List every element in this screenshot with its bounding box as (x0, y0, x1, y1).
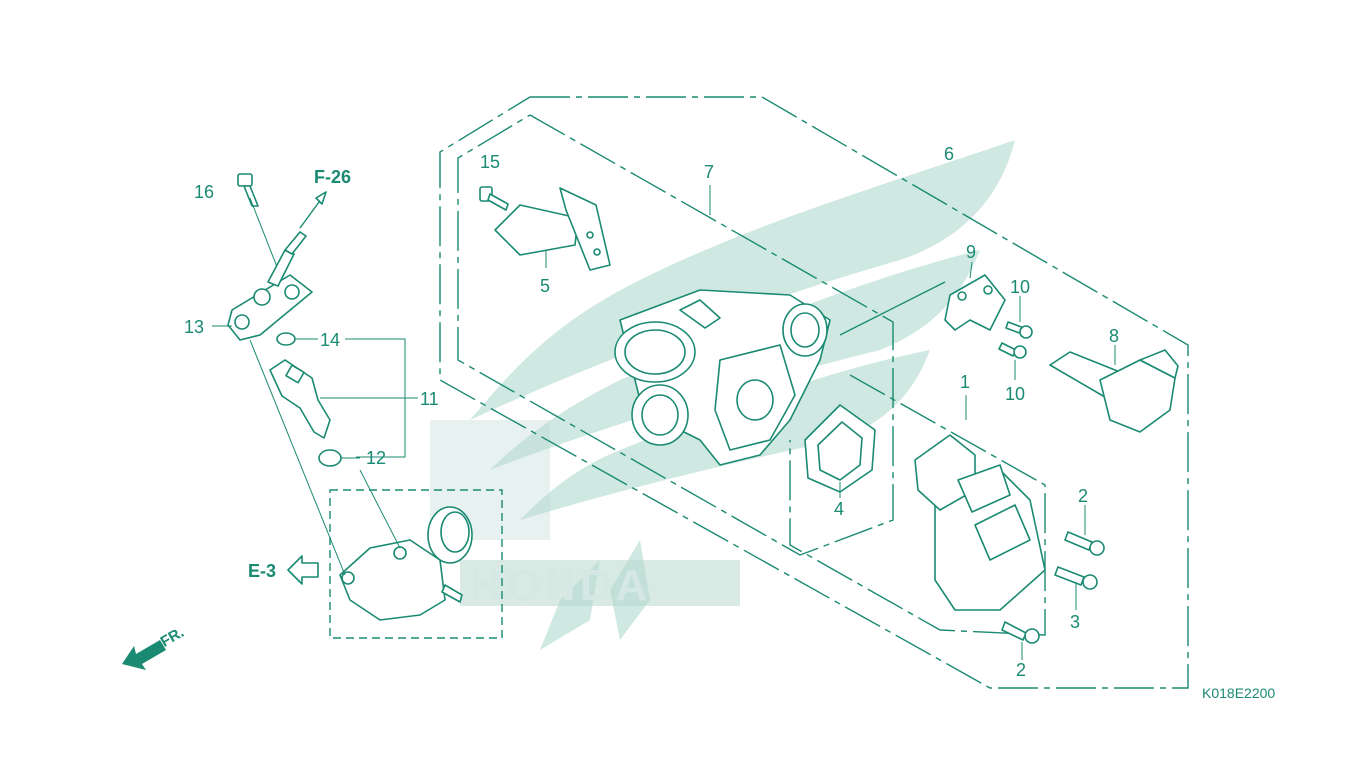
part-2-screw-upper (1064, 531, 1105, 556)
ref-f26: F-26 (314, 167, 351, 187)
callout-13: 13 (184, 317, 204, 337)
callout-10-upper: 10 (1010, 277, 1030, 297)
callout-4: 4 (834, 499, 844, 519)
callout-2-lower: 2 (1016, 660, 1026, 680)
callout-6: 6 (944, 144, 954, 164)
callout-15: 15 (480, 152, 500, 172)
part-4-gasket (804, 404, 876, 493)
part-2-screw-lower (1001, 621, 1040, 644)
part-14-o-ring (276, 332, 296, 346)
group-1-boundary (789, 374, 1046, 636)
part-8-map-sensor (1049, 349, 1179, 433)
image-code: K018E2200 (1202, 685, 1275, 701)
callout-1: 1 (960, 372, 970, 392)
callout-11: 11 (420, 389, 439, 409)
part-10-screw-lower (998, 342, 1027, 359)
part-7-throttle-body (614, 289, 831, 466)
part-3-screw (1054, 566, 1098, 590)
part-10-screw-upper (1005, 321, 1033, 339)
group-7-boundary (457, 114, 894, 556)
honda-watermark-text: HONDA (470, 561, 651, 610)
callout-8: 8 (1109, 326, 1119, 346)
group-6-boundary (439, 96, 1189, 689)
callout-3: 3 (1070, 612, 1080, 632)
part-13-injector-joint (227, 191, 327, 341)
e3-area-boundary (329, 489, 503, 639)
part-11-fuel-injector (269, 359, 331, 439)
part-5-bracket (494, 187, 611, 271)
callout-14: 14 (320, 330, 340, 350)
callout-2-upper: 2 (1078, 486, 1088, 506)
part-12-seal (318, 449, 342, 467)
arrow-fr-icon (122, 640, 166, 670)
part-9-sensor-plate (944, 274, 1006, 331)
part-15-bolt (479, 186, 509, 211)
group-9-boundary (839, 281, 946, 336)
callout-5: 5 (540, 276, 550, 296)
callout-16: 16 (194, 182, 214, 202)
part-1-throttle-sensor-unit (914, 434, 1046, 611)
callout-7: 7 (704, 162, 714, 182)
center-line-seal (359, 469, 401, 549)
callout-9: 9 (966, 242, 976, 262)
hollow-left-arrow-icon (287, 555, 319, 585)
ref-e3: E-3 (248, 561, 276, 581)
center-line-joint (249, 339, 346, 576)
leader-9 (969, 261, 973, 279)
callout-10-lower: 10 (1005, 384, 1025, 404)
e3-intake-joint (339, 506, 473, 621)
callout-12: 12 (366, 448, 386, 468)
